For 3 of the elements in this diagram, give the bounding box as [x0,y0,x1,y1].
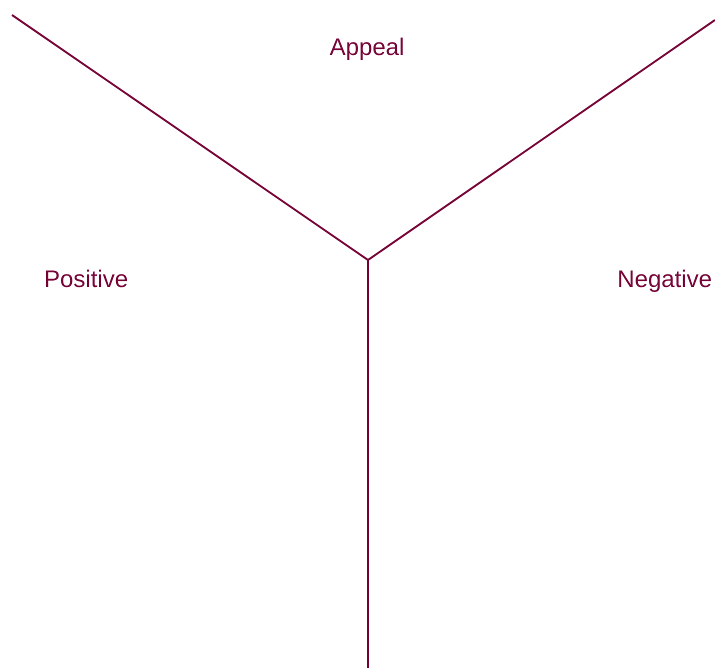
region-label: Appeal [330,36,404,60]
region-label: Positive [44,268,128,292]
region-label: Negative [617,268,712,292]
